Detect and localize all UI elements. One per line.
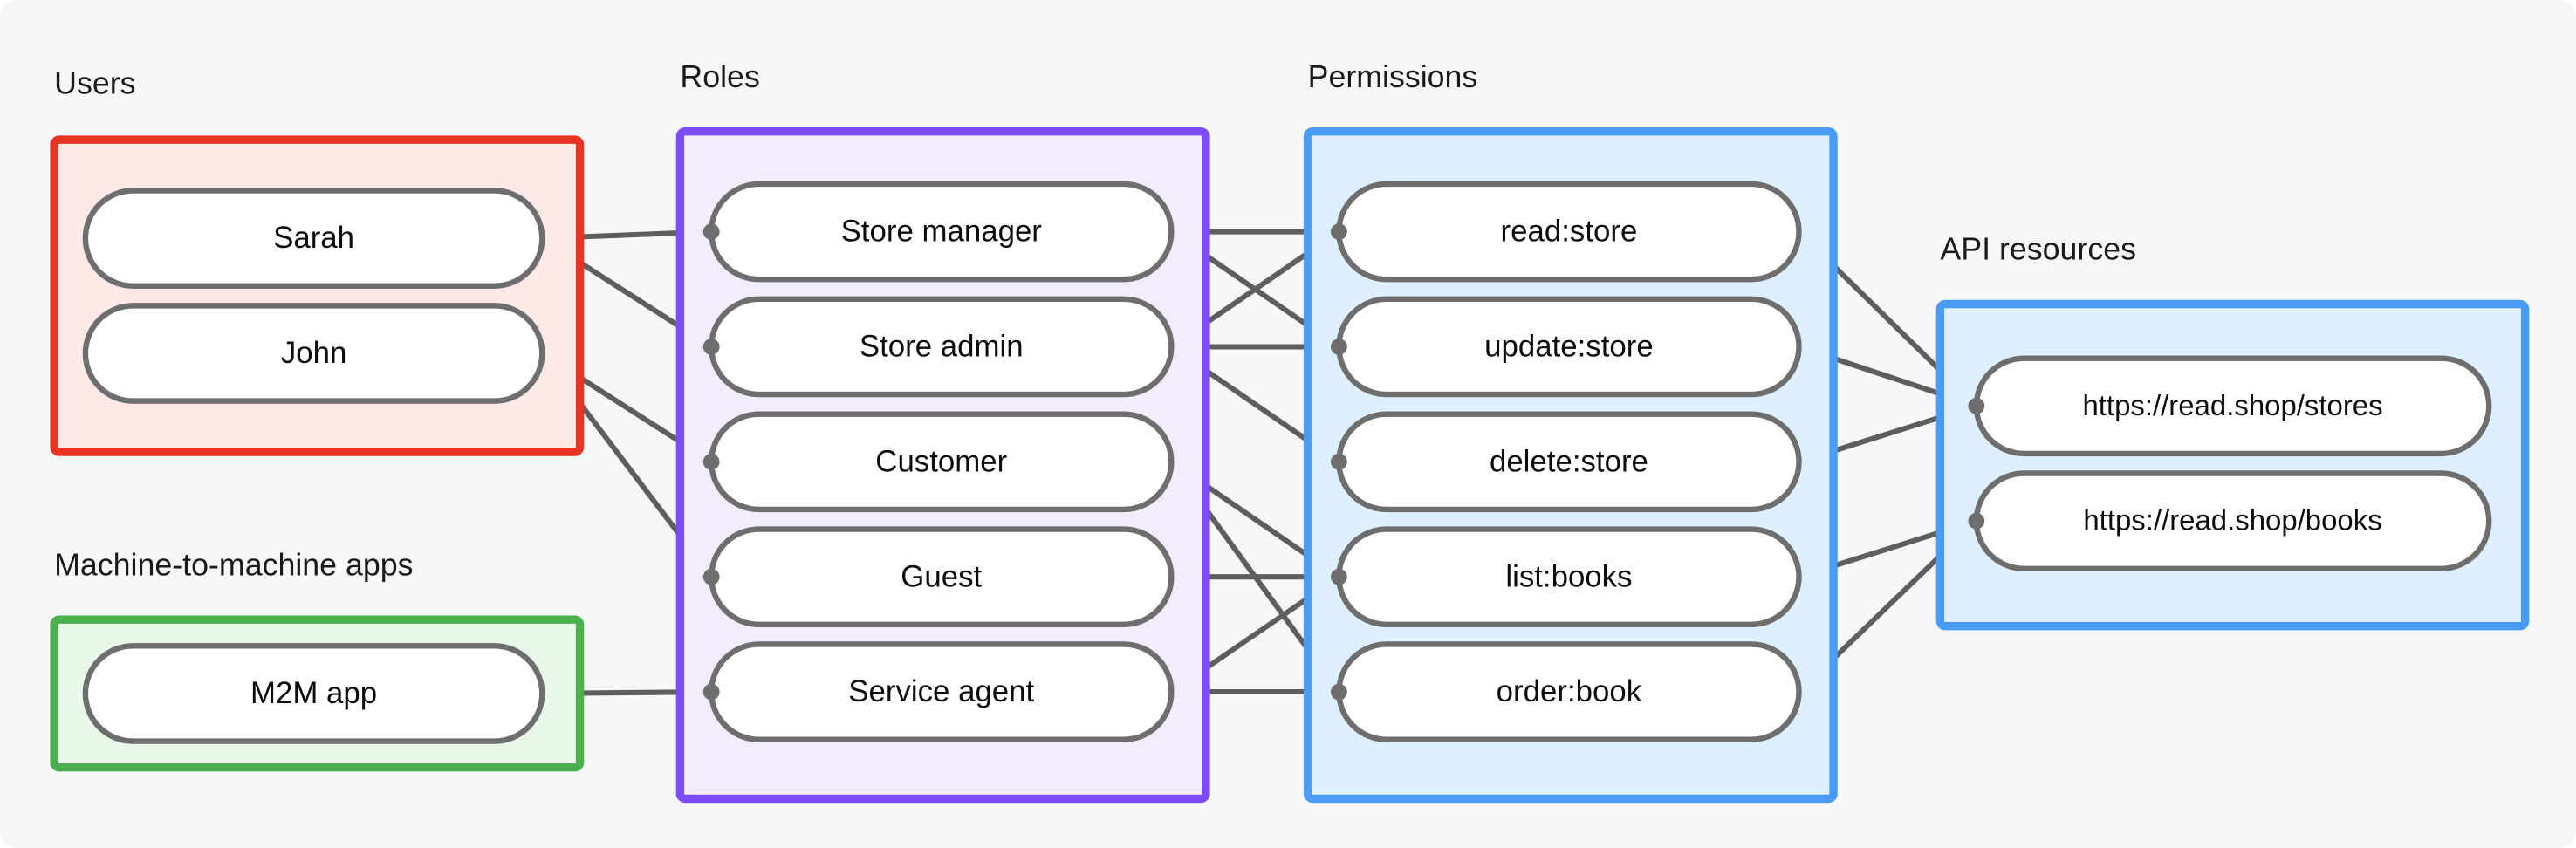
group-label-permissions: Permissions — [1308, 59, 1478, 94]
node-m2m-app[interactable] — [82, 643, 545, 744]
node-label-res-stores: https://read.shop/stores — [2082, 389, 2382, 421]
connection-port-res-books — [1968, 512, 1985, 530]
connection-port-list-books — [1330, 568, 1347, 585]
node-label-res-books: https://read.shop/books — [2083, 504, 2381, 537]
connection-port-guest — [702, 568, 720, 585]
group-label-m2m: Machine-to-machine apps — [54, 547, 413, 582]
ports-layer — [702, 223, 1985, 701]
node-label-list-books: list:books — [1505, 559, 1632, 593]
node-label-customer: Customer — [875, 444, 1007, 478]
group-box-api-resources — [1935, 299, 2530, 631]
node-label-guest: Guest — [901, 559, 982, 593]
connection-port-store-admin — [702, 339, 720, 355]
connection-port-res-stores — [1968, 397, 1985, 414]
node-label-m2m-app: M2M app — [250, 676, 377, 710]
connection-port-customer — [702, 453, 720, 470]
node-label-john: John — [281, 336, 347, 370]
connection-port-service-agent — [702, 683, 720, 701]
connection-port-update-store — [1330, 339, 1347, 355]
node-label-read-store: read:store — [1501, 215, 1638, 249]
node-label-update-store: update:store — [1484, 330, 1654, 364]
node-label-order-book: order:book — [1497, 674, 1642, 708]
node-label-service-agent: Service agent — [848, 674, 1034, 708]
node-label-delete-store: delete:store — [1490, 444, 1648, 478]
connection-port-store-manager — [702, 223, 720, 241]
connection-port-order-book — [1330, 683, 1347, 701]
group-label-users: Users — [54, 65, 135, 100]
group-box-users — [50, 135, 585, 456]
group-label-roles: Roles — [680, 59, 759, 94]
node-label-sarah: Sarah — [273, 221, 354, 255]
node-label-store-admin: Store admin — [860, 330, 1024, 364]
node-label-store-manager: Store manager — [841, 215, 1043, 249]
group-label-api-resources: API resources — [1940, 232, 2136, 267]
node-john[interactable] — [82, 303, 545, 404]
connection-port-delete-store — [1330, 453, 1347, 470]
node-sarah[interactable] — [82, 188, 545, 289]
connection-port-read-store — [1330, 223, 1347, 241]
